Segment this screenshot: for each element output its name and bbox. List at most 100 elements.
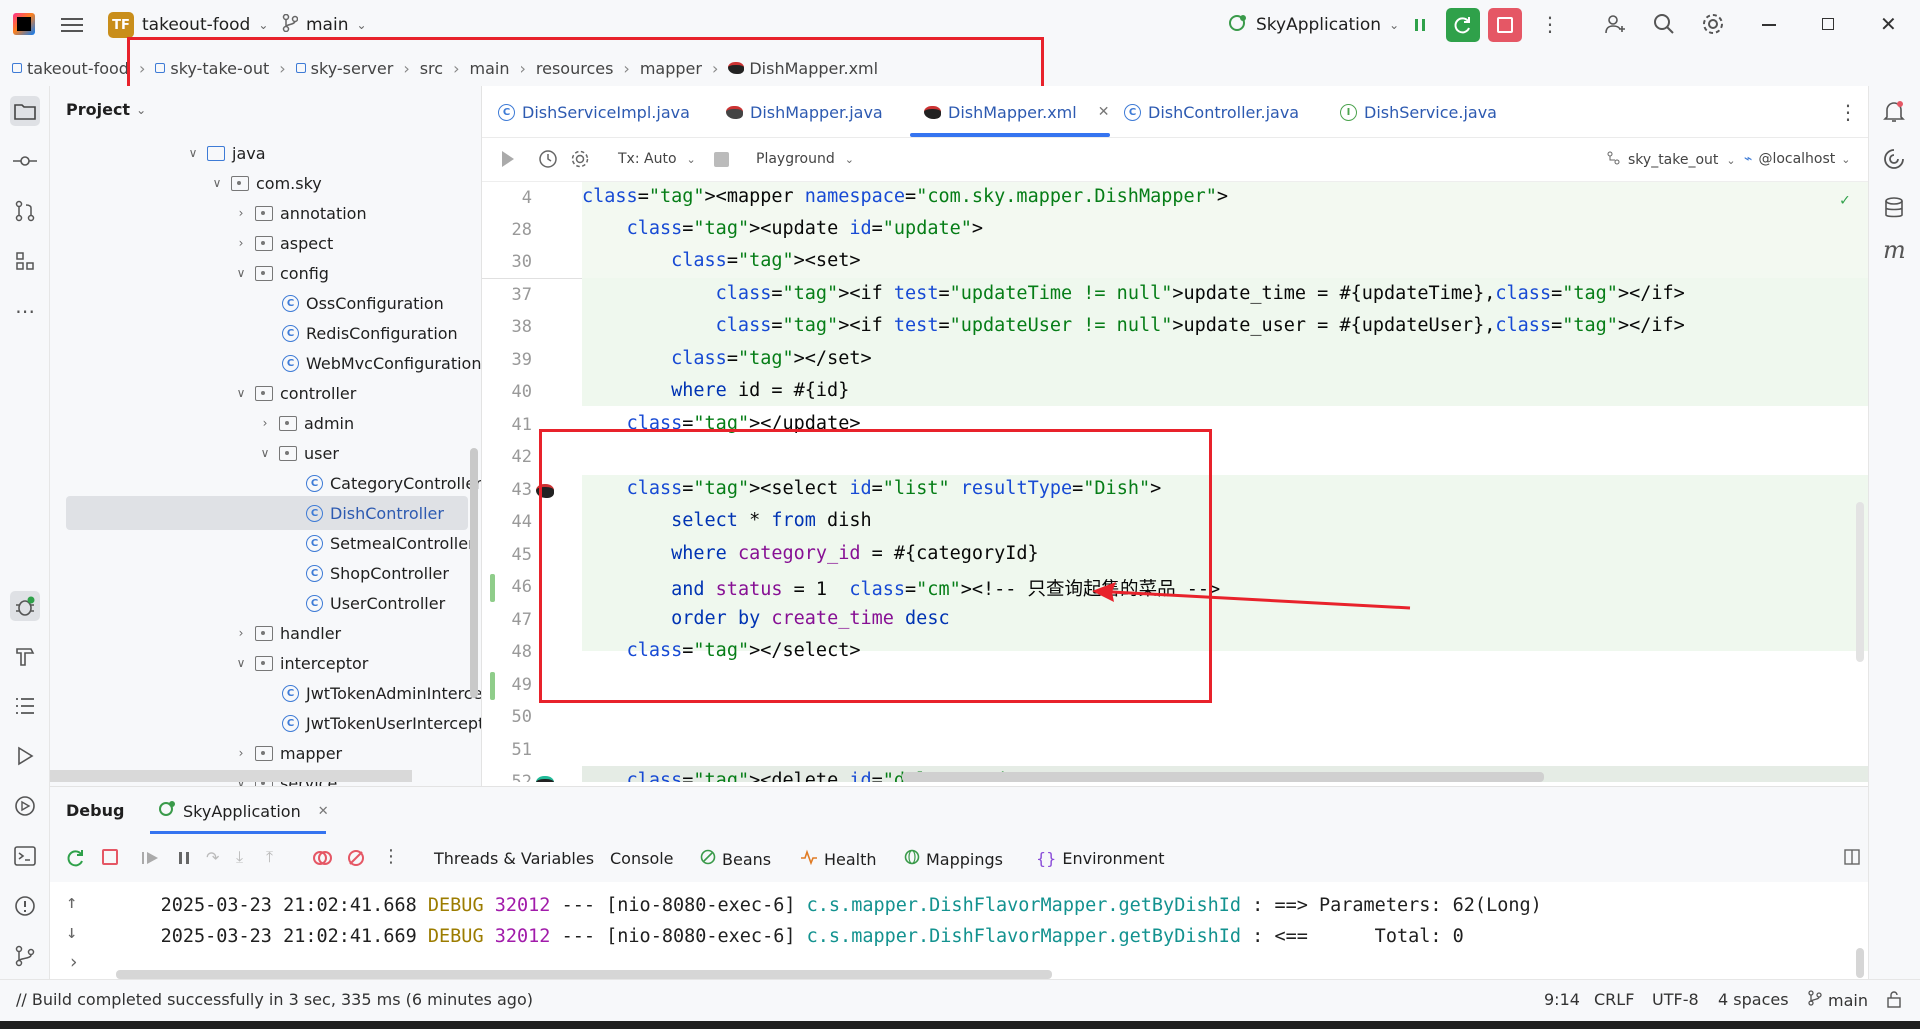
stop-debug-icon[interactable] bbox=[102, 849, 118, 865]
breadcrumb-item[interactable]: resources bbox=[535, 58, 614, 78]
run-config-selector[interactable]: SkyApplication ⌄ bbox=[1228, 13, 1399, 37]
editor-tab[interactable]: DishMapper.java bbox=[726, 86, 883, 138]
minimize-window-icon[interactable] bbox=[1762, 24, 1776, 26]
tree-item[interactable]: ∨user bbox=[258, 439, 339, 467]
pull-requests-icon[interactable] bbox=[10, 196, 40, 226]
restore-window-icon[interactable] bbox=[1822, 18, 1834, 30]
tree-item[interactable]: ∨controller bbox=[234, 379, 357, 407]
resume-icon[interactable] bbox=[140, 848, 160, 872]
rerun-debug-icon[interactable] bbox=[66, 848, 86, 872]
tree-item[interactable]: ›handler bbox=[234, 619, 342, 647]
step-over-icon[interactable]: ↷ bbox=[206, 848, 220, 867]
tree-item[interactable]: ›aspect bbox=[234, 229, 334, 257]
settings-gear-icon[interactable] bbox=[1701, 12, 1725, 40]
maven-icon[interactable]: m bbox=[1883, 236, 1906, 264]
debug-tab-mappings[interactable]: Mappings bbox=[904, 849, 1003, 869]
notifications-bell-icon[interactable] bbox=[1883, 100, 1905, 128]
debug-tab-environment[interactable]: {}Environment bbox=[1036, 849, 1165, 868]
line-separator[interactable]: CRLF bbox=[1594, 990, 1635, 1009]
build-hammer-icon[interactable] bbox=[10, 641, 40, 671]
editor-scrollbar[interactable] bbox=[1856, 502, 1864, 662]
vertical-scrollbar[interactable] bbox=[1856, 948, 1864, 978]
scroll-up-icon[interactable]: ↑ bbox=[66, 892, 78, 913]
playground-dropdown[interactable]: Playground⌄ bbox=[756, 151, 854, 167]
services-icon[interactable] bbox=[10, 791, 40, 821]
mute-breakpoints-icon[interactable] bbox=[346, 848, 366, 872]
tree-item[interactable]: ∨config bbox=[234, 259, 329, 287]
history-icon[interactable] bbox=[538, 149, 558, 173]
tree-item[interactable]: ›annotation bbox=[234, 199, 367, 227]
more-tools-icon[interactable]: ⋯ bbox=[15, 299, 35, 323]
run-icon[interactable] bbox=[10, 741, 40, 771]
tab-options-icon[interactable]: ⋮ bbox=[1838, 100, 1858, 124]
breadcrumb-item[interactable]: main bbox=[469, 58, 510, 78]
layout-settings-icon[interactable] bbox=[1844, 849, 1860, 869]
breadcrumb-item[interactable]: src bbox=[419, 58, 444, 78]
tree-item[interactable]: ∨java bbox=[186, 139, 266, 167]
commit-icon[interactable] bbox=[10, 146, 40, 176]
tree-item[interactable]: ∨interceptor bbox=[234, 649, 369, 677]
pause-icon[interactable] bbox=[174, 848, 194, 872]
main-menu-icon[interactable] bbox=[60, 13, 84, 37]
more-actions-icon[interactable]: ⋮ bbox=[1540, 12, 1560, 36]
step-into-icon[interactable]: ⤓ bbox=[236, 847, 244, 866]
problems-icon[interactable] bbox=[10, 891, 40, 921]
code-editor[interactable]: 4 28 30 37 38 39 40 41 42 43 44 45 46 47… bbox=[482, 182, 1868, 782]
caret-position[interactable]: 9:14 bbox=[1544, 990, 1580, 1009]
more-actions-icon[interactable]: ⋮ bbox=[382, 846, 400, 867]
execute-query-icon[interactable] bbox=[500, 150, 516, 172]
stop-button[interactable] bbox=[1488, 8, 1522, 42]
indent-setting[interactable]: 4 spaces bbox=[1718, 990, 1789, 1009]
resume-program-icon[interactable] bbox=[1410, 13, 1434, 37]
status-message[interactable]: // Build completed successfully in 3 sec… bbox=[16, 990, 533, 1009]
rerun-button[interactable] bbox=[1446, 8, 1480, 42]
tx-mode-dropdown[interactable]: Tx: Auto⌄ bbox=[618, 151, 696, 167]
breadcrumb-item[interactable]: sky-server bbox=[290, 59, 400, 78]
tree-item[interactable]: ∨com.sky bbox=[210, 169, 322, 197]
debug-console[interactable]: ↑ ↓ › 2025-03-23 21:02:41.668 DEBUG 3201… bbox=[50, 882, 1868, 979]
tree-item[interactable]: ›admin bbox=[258, 409, 355, 437]
close-tab-icon[interactable]: ✕ bbox=[317, 803, 329, 819]
mybatis-gutter-icon[interactable] bbox=[536, 484, 554, 498]
search-icon[interactable] bbox=[1652, 12, 1676, 40]
ai-assistant-icon[interactable] bbox=[1883, 148, 1905, 174]
datasource-dropdown[interactable]: sky_take_out⌄ bbox=[1606, 151, 1736, 169]
breadcrumb-item[interactable]: takeout-food bbox=[6, 59, 135, 78]
debug-tab-health[interactable]: Health bbox=[800, 849, 877, 869]
close-window-icon[interactable]: ✕ bbox=[1880, 12, 1897, 36]
mybatis-gutter-icon[interactable] bbox=[536, 776, 554, 782]
database-icon[interactable] bbox=[1883, 196, 1905, 224]
breadcrumb-item[interactable]: mapper bbox=[639, 58, 702, 78]
project-panel-header[interactable]: Project ⌄ bbox=[66, 100, 146, 119]
debug-bug-icon[interactable] bbox=[10, 591, 40, 621]
terminal-icon[interactable] bbox=[10, 841, 40, 871]
todo-list-icon[interactable] bbox=[10, 691, 40, 721]
debug-tab-console[interactable]: Console bbox=[610, 849, 674, 868]
settings-gear-icon[interactable] bbox=[570, 149, 590, 173]
project-folder-icon[interactable] bbox=[10, 96, 40, 126]
git-branch-status[interactable]: main bbox=[1808, 990, 1868, 1010]
editor-tab-active[interactable]: DishMapper.xml✕ bbox=[924, 86, 1109, 138]
debug-tab-threads[interactable]: Threads & Variables bbox=[434, 849, 595, 868]
structure-icon[interactable] bbox=[10, 246, 40, 276]
host-dropdown[interactable]: ⌁@localhost⌄ bbox=[1744, 151, 1851, 167]
tree-item[interactable]: ›mapper bbox=[234, 739, 343, 767]
git-icon[interactable] bbox=[10, 941, 40, 971]
horizontal-scrollbar[interactable] bbox=[902, 772, 1544, 782]
code-with-me-icon[interactable] bbox=[1603, 12, 1627, 40]
expand-icon[interactable]: › bbox=[68, 952, 80, 973]
breadcrumb-item[interactable]: sky-take-out bbox=[149, 59, 275, 78]
step-out-icon[interactable]: ⤒ bbox=[266, 847, 274, 866]
lock-icon[interactable] bbox=[1886, 990, 1902, 1012]
